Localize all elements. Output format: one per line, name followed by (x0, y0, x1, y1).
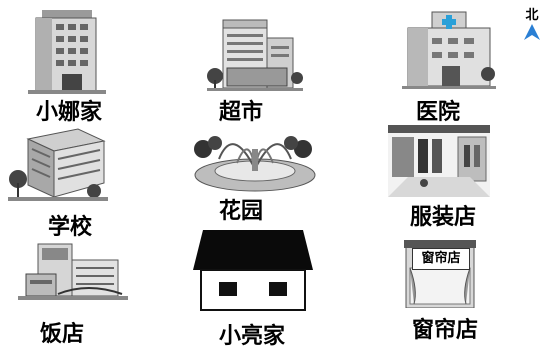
place-label-clothing-store: 服装店 (410, 204, 477, 230)
hospital-icon (402, 11, 496, 89)
place-school[interactable]: 学校 (0, 115, 181, 240)
place-label-restaurant: 饭店 (40, 321, 85, 347)
place-garden[interactable]: 花园 (181, 115, 362, 230)
place-label-school: 学校 (48, 214, 93, 240)
place-label-hospital: 医院 (416, 99, 461, 125)
school-building-icon (8, 128, 108, 201)
north-indicator: 北 (521, 4, 543, 44)
place-clothing-store[interactable]: 服装店 (362, 115, 543, 230)
place-supermarket[interactable]: 超市 (181, 0, 362, 125)
north-label: 北 (525, 8, 539, 23)
supermarket-building-icon (207, 19, 303, 91)
fountain-garden-icon (194, 136, 316, 192)
place-curtain-store[interactable]: 窗帘店 窗帘店 (362, 230, 543, 345)
curtain-store-icon: 窗帘店 (404, 240, 476, 308)
place-label-xiaonuo-home: 小娜家 (36, 99, 103, 125)
house-icon (193, 230, 313, 311)
place-label-curtain-store: 窗帘店 (412, 317, 479, 343)
clothing-store-icon (388, 125, 490, 197)
place-xiaonuo-home[interactable]: 小娜家 (0, 0, 181, 125)
place-label-supermarket: 超市 (219, 99, 264, 125)
curtain-store-sign: 窗帘店 (412, 248, 470, 270)
place-xiaoliang-home[interactable]: 小亮家 (181, 230, 362, 349)
office-building-icon (28, 10, 106, 94)
place-hospital[interactable]: 医院 (362, 0, 543, 125)
restaurant-icon (18, 243, 128, 300)
place-restaurant[interactable]: 饭店 (0, 230, 181, 347)
north-arrow-icon (524, 24, 540, 40)
place-label-garden: 花园 (219, 198, 264, 224)
place-label-xiaoliang-home: 小亮家 (219, 323, 286, 349)
